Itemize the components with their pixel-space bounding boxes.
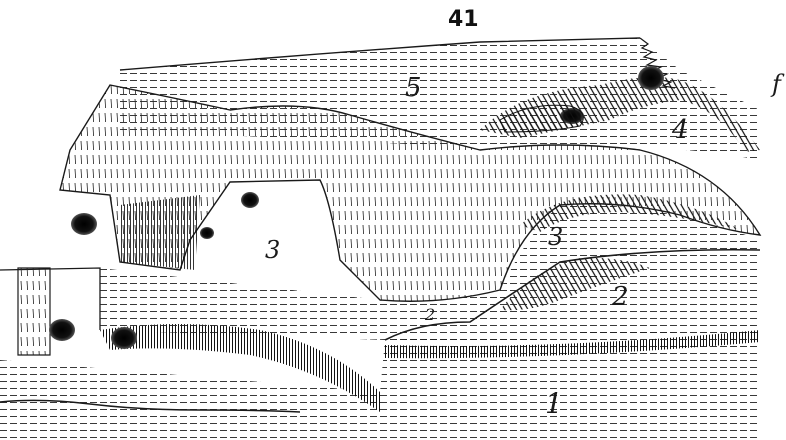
label-layer-2-small: 2 bbox=[424, 305, 435, 324]
upper-left-step bbox=[120, 195, 200, 270]
label-layer-4: 4 bbox=[671, 115, 689, 145]
label-layer-1: 1 bbox=[545, 387, 563, 420]
left-block bbox=[18, 268, 50, 355]
hole-left-lower-2 bbox=[111, 327, 137, 349]
edge-mark: f bbox=[770, 70, 785, 98]
label-layer-5: 5 bbox=[405, 73, 422, 103]
hole-left-lower bbox=[49, 319, 75, 341]
hole-left-upper bbox=[71, 213, 97, 235]
hole-mid-upper bbox=[241, 192, 259, 208]
label-layer-3-left: 3 bbox=[265, 236, 280, 264]
hole-mid-small bbox=[200, 227, 214, 239]
label-layer-3-right: 3 bbox=[548, 223, 563, 251]
hole-right-top bbox=[638, 66, 664, 90]
label-layer-2: 2 bbox=[611, 282, 629, 312]
figure-number: 41 bbox=[448, 7, 479, 32]
